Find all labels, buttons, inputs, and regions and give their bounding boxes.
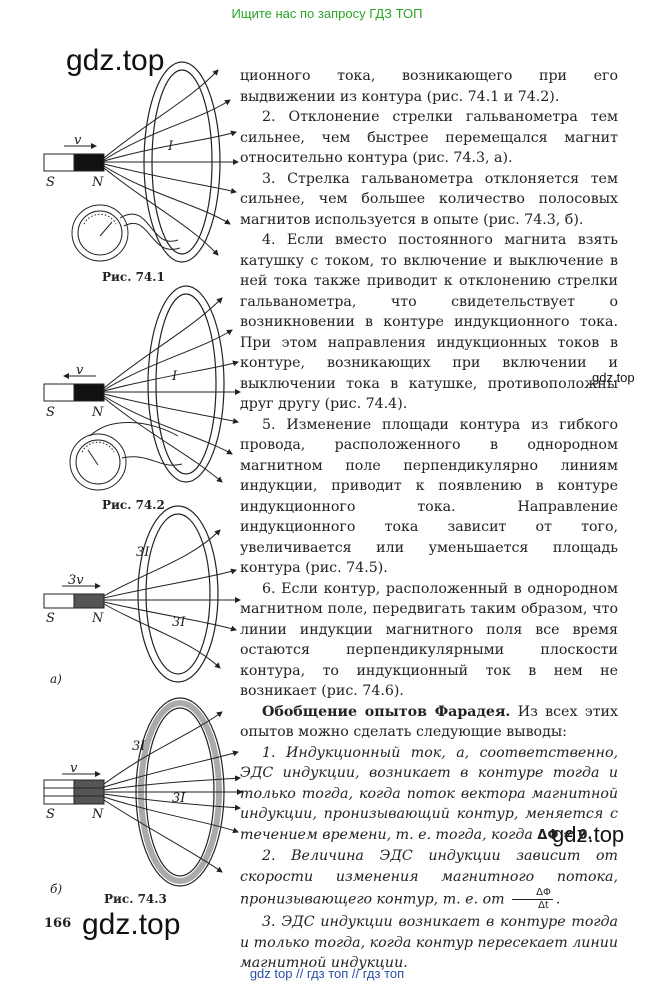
main-text: ционного тока, возникающего при его выдв… — [240, 66, 618, 974]
top-banner[interactable]: Ищите нас по запросу ГДЗ ТОП — [231, 6, 423, 21]
paragraph-3: 3. Стрелка гальванометра отклоняется тем… — [240, 170, 618, 228]
watermark: gdz.top — [82, 908, 181, 941]
summary-text: Из всех этих опытов можно сделать следую… — [240, 703, 618, 741]
fraction-denominator: Δt — [538, 900, 549, 911]
label-n: N — [91, 807, 104, 822]
label-v: v — [76, 363, 84, 378]
label-n: N — [91, 611, 104, 626]
figure-74-3-b — [43, 697, 243, 887]
label-n: N — [91, 175, 104, 190]
label-v: v — [70, 761, 78, 776]
flux-change-formula: ΔΦ ≠ 0. — [537, 827, 593, 843]
label-3i: 3I — [132, 739, 146, 754]
subfigure-label: б) — [50, 882, 63, 896]
summary-heading: Обобщение опытов Фарадея. — [262, 703, 511, 720]
paragraph-continuation: ционного тока, возникающего при его выдв… — [240, 68, 618, 105]
figure-74-1 — [43, 61, 239, 263]
label-s: S — [46, 807, 55, 822]
label-3v: 3v — [68, 573, 84, 588]
conclusion-3: 3. ЭДС индукции возникает в контуре тогд… — [240, 914, 618, 971]
label-s: S — [46, 611, 55, 626]
fraction-numerator: ΔΦ — [512, 887, 553, 900]
conclusion-1: 1. Индукционный ток, а, соответственно, … — [240, 743, 618, 847]
label-n: N — [91, 405, 104, 420]
paragraph-2: 2. Отклонение стрелки гальванометра тем … — [240, 109, 618, 166]
label-i: I — [171, 369, 178, 384]
watermark: gdz.top — [592, 370, 635, 385]
conclusion-1-text: 1. Индукционный ток, а, соответственно, … — [240, 744, 618, 843]
figure-caption: Рис. 74.2 — [102, 498, 165, 512]
label-s: S — [46, 175, 55, 190]
footer-links[interactable]: gdz top // гдз топ // гдз топ — [249, 966, 405, 981]
figure-74-3-a — [43, 505, 241, 683]
watermark: gdz.top — [66, 44, 165, 77]
summary-paragraph: Обобщение опытов Фарадея. Из всех этих о… — [240, 702, 618, 743]
conclusion-2: 2. Величина ЭДС индукции зависит от скор… — [240, 846, 618, 912]
label-v: v — [74, 133, 82, 148]
figure-74-2 — [43, 285, 241, 491]
label-3i: 3I — [172, 615, 186, 630]
label-i: I — [167, 139, 174, 154]
page-number: 166 — [44, 916, 72, 931]
watermark: gdz.top — [552, 822, 625, 847]
paragraph-6: 6. Если контур, расположенный в однородн… — [240, 580, 618, 700]
label-s: S — [46, 405, 55, 420]
paragraph-4: 4. Если вместо постоянного магнита взять… — [240, 232, 618, 412]
conclusion-2-end: . — [555, 891, 561, 908]
subfigure-label: а) — [50, 672, 62, 686]
label-3i: 3I — [136, 545, 150, 560]
paragraph-5: 5. Изменение площади контура из гибкого … — [240, 416, 618, 577]
figure-caption: Рис. 74.3 — [104, 892, 167, 906]
conclusion-2-text: 2. Величина ЭДС индукции зависит от скор… — [240, 848, 618, 908]
figure-caption: Рис. 74.1 — [102, 270, 165, 284]
label-3i: 3I — [172, 791, 186, 806]
